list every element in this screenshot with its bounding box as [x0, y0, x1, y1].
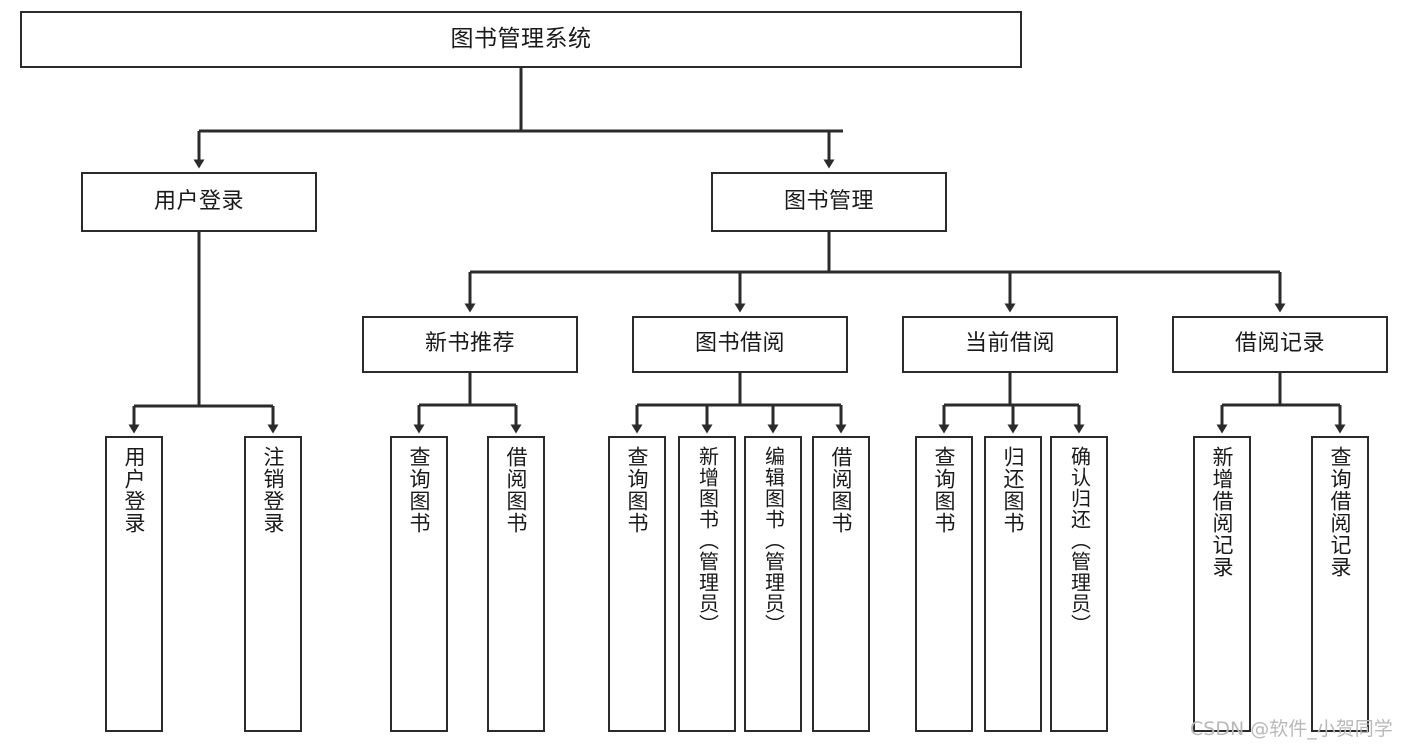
node-label: 新书推荐 — [424, 331, 515, 357]
leaf-user-login-login[interactable]: 用户登录 — [105, 436, 163, 732]
node-label: 图书管理系统 — [450, 25, 592, 52]
node-label: 新增借阅记录 — [1210, 446, 1235, 578]
node-label: 查询图书 — [932, 446, 957, 534]
node-label: 用户登录 — [153, 188, 244, 214]
node-book-management[interactable]: 图书管理 — [711, 172, 947, 232]
node-label: 查询图书 — [625, 446, 650, 534]
leaf-user-login-logout[interactable]: 注销登录 — [244, 436, 302, 732]
leaf-new-book-borrow-book[interactable]: 借阅图书 — [487, 436, 545, 732]
node-label: 注销登录 — [261, 446, 286, 534]
node-label: 编辑图书（管理员） — [761, 446, 786, 635]
node-label: 用户登录 — [122, 446, 147, 534]
node-label: 当前借阅 — [964, 331, 1055, 357]
node-label: 确认归还（管理员） — [1067, 446, 1092, 635]
node-root-book-management-system[interactable]: 图书管理系统 — [20, 11, 1022, 68]
node-label: 归还图书 — [1001, 446, 1026, 534]
leaf-book-borrow-borrow-book[interactable]: 借阅图书 — [812, 436, 870, 732]
node-label: 借阅记录 — [1234, 331, 1325, 357]
node-label: 借阅图书 — [504, 446, 529, 534]
node-label: 新增图书（管理员） — [695, 446, 720, 635]
node-label: 查询图书 — [407, 446, 432, 534]
leaf-book-borrow-query-book[interactable]: 查询图书 — [608, 436, 666, 732]
leaf-current-borrow-query-book[interactable]: 查询图书 — [915, 436, 973, 732]
leaf-book-borrow-edit-book-admin[interactable]: 编辑图书（管理员） — [744, 436, 802, 732]
leaf-current-borrow-return-book[interactable]: 归还图书 — [984, 436, 1042, 732]
node-user-login[interactable]: 用户登录 — [81, 172, 317, 232]
node-book-borrow[interactable]: 图书借阅 — [632, 316, 848, 373]
node-label: 查询借阅记录 — [1328, 446, 1353, 578]
node-label: 图书借阅 — [694, 331, 785, 357]
node-label: 借阅图书 — [829, 446, 854, 534]
leaf-borrow-record-add-record[interactable]: 新增借阅记录 — [1193, 436, 1251, 732]
leaf-current-borrow-confirm-return-admin[interactable]: 确认归还（管理员） — [1050, 436, 1108, 732]
node-label: 图书管理 — [783, 188, 874, 214]
node-borrow-record[interactable]: 借阅记录 — [1172, 316, 1388, 373]
leaf-book-borrow-add-book-admin[interactable]: 新增图书（管理员） — [678, 436, 736, 732]
leaf-borrow-record-query-record[interactable]: 查询借阅记录 — [1311, 436, 1369, 732]
node-new-book-recommend[interactable]: 新书推荐 — [362, 316, 578, 373]
watermark-csdn: CSDN @软件_小贺同学 — [1190, 718, 1393, 740]
node-current-borrow[interactable]: 当前借阅 — [902, 316, 1118, 373]
leaf-new-book-query-book[interactable]: 查询图书 — [390, 436, 448, 732]
